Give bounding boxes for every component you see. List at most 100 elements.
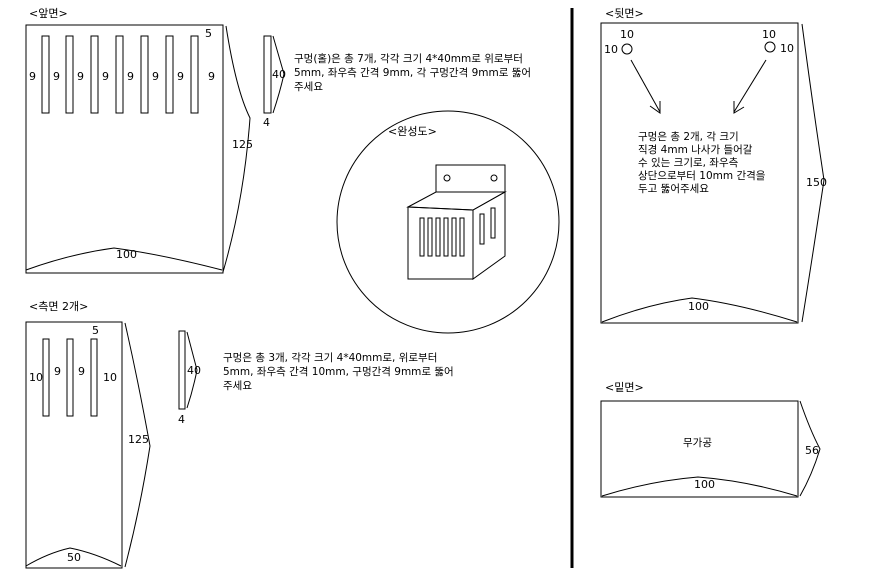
front-height-brace	[222, 25, 251, 273]
side-note: 구멍은 총 3개, 각각 크기 4*40mm로, 위로부터 5mm, 좌우측 간…	[223, 351, 454, 392]
back-panel-outline	[600, 22, 799, 324]
back-arrow-right-head	[733, 101, 745, 114]
side-note-line: 주세요	[223, 380, 252, 392]
front-hole-width: 4	[263, 116, 270, 129]
back-right-top: 10	[762, 28, 776, 41]
front-note: 구멍(홀)은 총 7개, 각각 크기 4*40mm로 위로부터 5mm, 좌우측…	[294, 52, 531, 93]
front-hole-detail-shape	[263, 35, 272, 114]
side-holes	[42, 338, 98, 417]
front-width: 100	[116, 248, 137, 261]
back-panel: <뒷면> 10 10 10 10 구멍은 총 2개, 각 크기 직경 4mm 나…	[600, 7, 827, 324]
side-spacing: 9	[78, 365, 85, 378]
front-spacing-labels: 9 9 9 9 9 9 9 9	[29, 70, 215, 83]
box-side-slot	[479, 213, 485, 245]
bottom-width: 100	[694, 478, 715, 491]
side-spacing: 10	[29, 371, 43, 384]
front-note-line: 구멍(홀)은 총 7개, 각각 크기 4*40mm로 위로부터	[294, 52, 523, 65]
completed-view-circle	[336, 110, 560, 334]
front-spacing: 9	[102, 70, 109, 83]
front-hole-detail: 40 4	[263, 35, 286, 129]
back-arrow-right	[733, 59, 767, 113]
front-spacing: 9	[29, 70, 36, 83]
back-note-line: 직경 4mm 나사가 들어갈	[638, 143, 753, 156]
side-hole-length: 40	[187, 364, 201, 377]
back-left-side: 10	[604, 43, 618, 56]
bottom-text: 무가공	[683, 437, 712, 449]
front-hole	[115, 35, 124, 114]
side-spacing: 9	[54, 365, 61, 378]
side-hole	[42, 338, 50, 417]
front-hole	[65, 35, 74, 114]
front-hole	[190, 35, 199, 114]
side-top-offset: 5	[92, 324, 99, 337]
box-front-slot	[419, 217, 425, 257]
side-spacing: 10	[103, 371, 117, 384]
side-hole-detail-shape	[178, 330, 186, 410]
side-panel: <측면 2개> 10 9 9 10 5 125 50 40 4 구멍은 총 3개…	[25, 300, 454, 569]
side-hole-width: 4	[178, 413, 185, 426]
side-hole-detail: 40 4	[178, 330, 201, 426]
front-hole-length-brace	[272, 35, 285, 114]
back-width: 100	[688, 300, 709, 313]
front-panel-outline	[25, 24, 224, 274]
box-front-slot	[435, 217, 441, 257]
bottom-height: 56	[805, 444, 819, 457]
front-panel: <앞면> 9 9 9 9 9 9 9 9 5 125 100	[25, 7, 531, 274]
front-spacing: 9	[127, 70, 134, 83]
side-height-brace	[124, 322, 151, 568]
back-arrow-left	[630, 59, 661, 113]
bottom-panel: <밑면> 무가공 56 100	[600, 381, 821, 498]
box-side-slot	[490, 207, 496, 239]
completed-view: <완성도>	[336, 110, 560, 334]
bottom-panel-outline	[600, 400, 799, 498]
side-hole	[66, 338, 74, 417]
front-hole	[90, 35, 99, 114]
box-front-slot	[443, 217, 449, 257]
bottom-width-brace	[601, 476, 798, 497]
front-note-line: 주세요	[294, 81, 323, 93]
front-height: 125	[232, 138, 253, 151]
back-note-line: 구멍은 총 2개, 각 크기	[638, 131, 739, 143]
front-note-line: 5mm, 좌우측 간격 9mm, 각 구멍간격 9mm로 뚫어	[294, 66, 531, 79]
box-front-slot	[451, 217, 457, 257]
front-hole-length: 40	[272, 68, 286, 81]
front-spacing: 9	[53, 70, 60, 83]
back-note: 구멍은 총 2개, 각 크기 직경 4mm 나사가 들어갈 수 있는 크기로, …	[638, 131, 766, 195]
side-hole	[90, 338, 98, 417]
front-hole	[140, 35, 149, 114]
front-width-brace	[25, 247, 223, 271]
back-screw-hole	[764, 41, 776, 53]
back-height: 150	[806, 176, 827, 189]
side-note-line: 구멍은 총 3개, 각각 크기 4*40mm로, 위로부터	[223, 351, 437, 364]
back-right-side: 10	[780, 42, 794, 55]
back-width-brace	[601, 297, 798, 323]
front-holes	[41, 35, 199, 114]
back-screw-hole	[621, 43, 633, 55]
side-width-brace	[25, 547, 122, 567]
box-screw-hole	[443, 174, 451, 182]
front-spacing: 9	[152, 70, 159, 83]
back-note-line: 두고 뚫어주세요	[638, 183, 709, 195]
box-sketch	[406, 164, 507, 280]
front-top-offset: 5	[205, 27, 212, 40]
front-spacing: 9	[208, 70, 215, 83]
back-left-top: 10	[620, 28, 634, 41]
side-label: <측면 2개>	[29, 300, 88, 313]
box-back-plate	[435, 164, 506, 193]
box-front-slot	[459, 217, 465, 257]
side-hole-length-brace	[186, 331, 198, 409]
front-hole	[41, 35, 50, 114]
side-panel-outline	[25, 321, 123, 569]
bottom-height-brace	[799, 400, 821, 497]
back-note-line: 수 있는 크기로, 좌우측	[638, 157, 739, 169]
box-front-slot	[427, 217, 433, 257]
side-note-line: 5mm, 좌우측 간격 10mm, 구멍간격 9mm로 뚫어	[223, 365, 454, 378]
front-spacing: 9	[177, 70, 184, 83]
back-height-brace	[801, 23, 825, 323]
back-arrow-left-head	[649, 101, 661, 114]
bottom-label: <밑면>	[605, 381, 644, 394]
box-screw-hole	[490, 174, 498, 182]
back-note-line: 상단으로부터 10mm 간격을	[638, 169, 766, 182]
front-hole	[165, 35, 174, 114]
